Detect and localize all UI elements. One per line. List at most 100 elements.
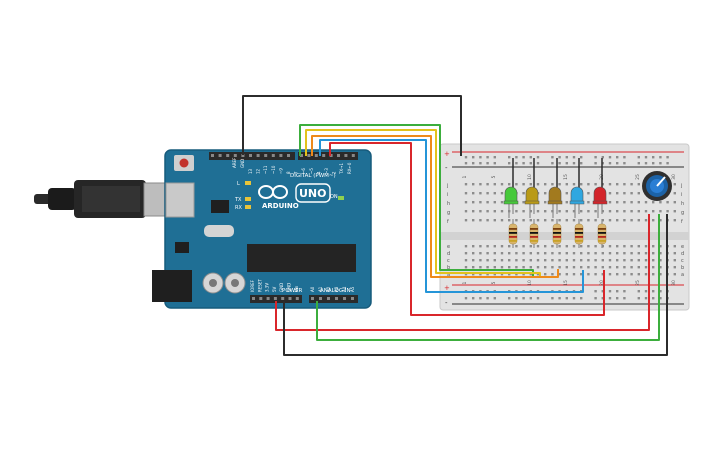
row-letter: c [447, 258, 450, 264]
led-olive[interactable] [548, 186, 562, 203]
breadboard[interactable]: +-+-115510101515202025253030jjiihhggffee… [439, 143, 690, 311]
wire-green-d6 [299, 124, 534, 276]
row-letter: e [447, 244, 450, 250]
digital-pin-label: TX→1 [339, 162, 344, 175]
row-letter: i [681, 192, 682, 198]
digital-pin-label: 2 [332, 171, 337, 174]
digital-pin-label: 8 [286, 171, 291, 174]
leds [503, 158, 608, 218]
digital-pin-label: 4 [316, 171, 321, 174]
wire-black-gnd2 [283, 214, 668, 356]
led-blue[interactable] [570, 186, 584, 203]
power-pin-label: GND [279, 283, 284, 292]
power-label: POWER [282, 288, 303, 294]
row-letter: e [681, 244, 684, 250]
potentiometer[interactable] [642, 171, 672, 201]
power-pin-label: GND [287, 283, 292, 292]
model-label: UNO [299, 187, 327, 200]
digital-header-label: DIGITAL (PWM~) [290, 173, 336, 179]
digital-header-right [298, 152, 358, 160]
usb-jack [165, 182, 195, 218]
power-pin-label: RESET [257, 279, 262, 292]
row-letter: d [681, 251, 684, 257]
column-number: 25 [635, 174, 641, 180]
digital-pin-label: 13 [248, 168, 253, 174]
wire-orange-d4 [311, 135, 559, 278]
row-letter: a [681, 272, 684, 278]
analog-pin-label: A1 [318, 286, 323, 292]
power-pin-label: Vin [294, 285, 299, 292]
digital-pin-label: ~6 [301, 168, 306, 174]
row-letter: d [447, 251, 450, 257]
rail-plus-label: + [444, 284, 450, 292]
row-letter: b [447, 265, 450, 271]
column-number: 25 [635, 280, 641, 286]
analog-pin-label: A2 [326, 286, 331, 292]
row-letter: j [680, 183, 682, 189]
wire-green-a0 [316, 214, 660, 341]
rail-minus-label: - [445, 164, 448, 172]
arduino-logo [258, 185, 288, 199]
analog-pin-label: A3 [334, 286, 339, 292]
rail-plus-label: + [444, 150, 450, 158]
resistors [508, 219, 607, 248]
rail-minus-label: - [445, 299, 448, 307]
wire-red-5v [275, 214, 650, 331]
row-letter: g [447, 210, 450, 216]
analog-pin-label: A0 [310, 286, 315, 292]
led-yellow[interactable] [525, 186, 539, 203]
wire-yellow-d5 [305, 129, 541, 278]
breadboard-center-gap [440, 232, 689, 240]
column-number: 15 [563, 280, 569, 286]
analog-pin-label: A4 [342, 286, 347, 292]
column-number: 10 [527, 174, 533, 180]
digital-pin-label: ~3 [324, 168, 329, 174]
analog-header [309, 295, 358, 303]
column-number: 1 [462, 281, 468, 284]
usb-cable [34, 180, 175, 218]
digital-pin-label: 7 [294, 171, 299, 174]
gnd-label: GND [240, 159, 245, 168]
column-number: 30 [671, 174, 677, 180]
column-number: 30 [671, 280, 677, 286]
led-green[interactable] [504, 186, 518, 203]
rx-label: RX [235, 205, 242, 211]
tx-label: TX [234, 197, 242, 203]
column-number: 1 [462, 175, 468, 178]
usb-chip [211, 200, 229, 213]
digital-pin-label: ~11 [263, 165, 268, 174]
on-label: ON [330, 194, 338, 200]
row-letter: b [681, 265, 684, 271]
digital-pin-label: ~5 [309, 168, 314, 174]
crystal [204, 225, 234, 237]
column-number: 5 [491, 281, 497, 284]
wire-blue-d3 [319, 139, 584, 293]
digital-pin-label: ~10 [271, 165, 276, 174]
aref-label: AREF [232, 157, 237, 168]
column-number: 10 [527, 280, 533, 286]
power-jack [152, 270, 192, 302]
row-letter: i [447, 192, 448, 198]
column-number: 20 [599, 280, 605, 286]
analog-label: ANALOG IN [320, 288, 351, 294]
row-letter: g [681, 210, 684, 216]
row-letter: h [681, 201, 684, 207]
led-l-label: L [237, 181, 240, 187]
row-letter: h [447, 201, 450, 207]
row-letter: j [446, 183, 448, 189]
wire-red-d2 [329, 142, 605, 316]
led-red[interactable] [593, 186, 607, 203]
power-pin-label: IOREF [250, 279, 255, 292]
power-pin-label: 5V [272, 286, 277, 292]
column-number: 5 [491, 175, 497, 178]
row-letter: a [447, 272, 450, 278]
brand-label: ARDUINO [262, 202, 299, 210]
digital-pin-label: RX←0 [347, 162, 352, 174]
row-letter: f [447, 219, 449, 225]
atmega-chip [247, 244, 356, 272]
digital-pin-label: 12 [256, 168, 261, 174]
uno-badge [295, 183, 331, 203]
power-pin-label: 3.3V [265, 283, 270, 292]
